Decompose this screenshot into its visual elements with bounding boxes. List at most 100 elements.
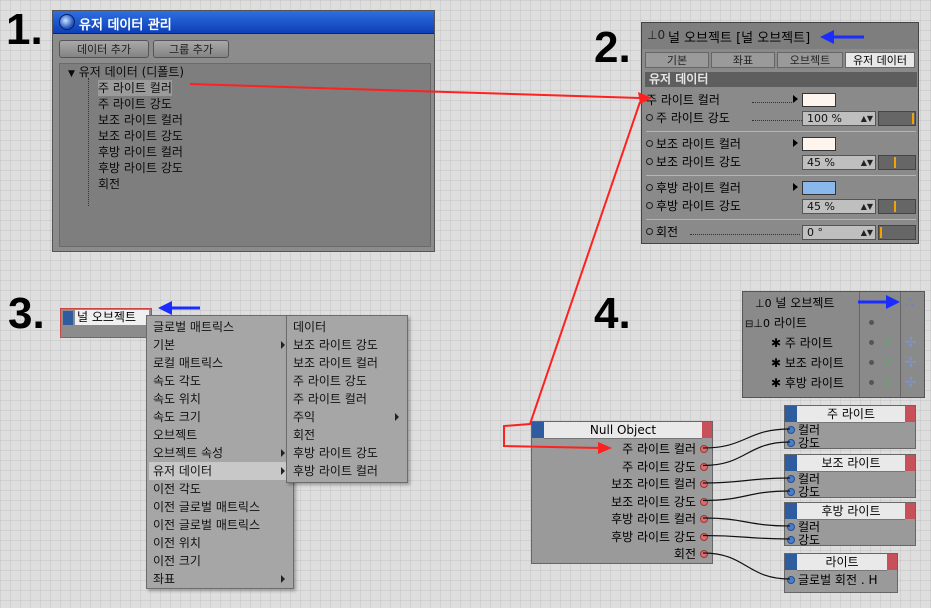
menu-item[interactable]: 기본	[153, 338, 176, 352]
spinner-icon[interactable]: ▲▼	[860, 114, 873, 123]
collapse-box-icon[interactable]: ⊟	[745, 319, 754, 330]
slider-handle[interactable]	[880, 227, 882, 238]
color-swatch[interactable]	[802, 181, 836, 195]
animation-dot-icon[interactable]	[646, 202, 653, 209]
output-port[interactable]	[700, 550, 708, 558]
menu-item[interactable]: 후방 라이트 컬러	[293, 464, 378, 478]
menu-item[interactable]: 속도 크기	[153, 410, 201, 424]
menu-item[interactable]: 유저 데이터	[149, 462, 287, 480]
rotation-slider[interactable]	[878, 225, 916, 240]
visibility-dot-icon[interactable]	[869, 360, 874, 365]
menu-item[interactable]: 좌표	[153, 572, 176, 586]
tree-item[interactable]: 주 라이트 컬러	[98, 80, 172, 96]
input-port[interactable]	[787, 426, 795, 434]
menu-item[interactable]: 오브젝트	[153, 428, 198, 442]
color-swatch[interactable]	[802, 137, 836, 151]
tree-root[interactable]: ▼ 유저 데이터 (디폴트)	[68, 64, 184, 82]
prop-main-light-color[interactable]: 주 라이트 컬러	[646, 92, 720, 108]
add-group-button[interactable]: 그룹 추가	[153, 40, 229, 58]
tab-user-data[interactable]: 유저 데이터	[845, 52, 915, 68]
intensity-slider[interactable]	[878, 155, 916, 170]
tree-item[interactable]: 보조 라이트 컬러	[98, 113, 183, 127]
color-expand-arrow-icon[interactable]	[793, 183, 798, 191]
output-port[interactable]	[700, 462, 708, 471]
animation-dot-icon[interactable]	[646, 228, 653, 235]
output-port[interactable]	[700, 532, 708, 541]
prop-fill-light-intensity[interactable]: 보조 라이트 강도	[646, 154, 741, 170]
output-port[interactable]	[700, 445, 708, 453]
spinner-icon[interactable]: ▲▼	[860, 202, 873, 211]
spinner-icon[interactable]: ▲▼	[860, 158, 873, 167]
menu-item[interactable]: 오브젝트 속성	[153, 446, 224, 460]
menu-item[interactable]: 보조 라이트 컬러	[293, 356, 378, 370]
om-row-light-group[interactable]: ⊟⊥0 라이트	[745, 313, 857, 333]
om-row-null-object[interactable]: ⊥0 널 오브젝트	[745, 293, 857, 313]
menu-item[interactable]: 이전 위치	[153, 536, 201, 550]
slider-handle[interactable]	[894, 201, 896, 212]
check-icon[interactable]: ✓	[883, 355, 894, 369]
light-rotation-xpresso-node[interactable]: 라이트 글로벌 회전 . H	[784, 553, 898, 593]
animation-dot-icon[interactable]	[646, 114, 653, 121]
expand-triangle-icon[interactable]: ▼	[68, 69, 75, 79]
menu-item[interactable]: 이전 글로벌 매트릭스	[153, 500, 260, 514]
prop-main-light-intensity[interactable]: 주 라이트 강도	[646, 110, 730, 126]
color-expand-arrow-icon[interactable]	[793, 139, 798, 147]
intensity-slider[interactable]	[878, 111, 916, 126]
input-port[interactable]	[787, 576, 795, 584]
add-data-button[interactable]: 데이터 추가	[59, 40, 149, 58]
tab-basic[interactable]: 기본	[645, 52, 709, 68]
tree-item[interactable]: 후방 라이트 강도	[98, 161, 183, 175]
tree-item[interactable]: 후방 라이트 컬러	[98, 145, 183, 159]
input-port[interactable]	[787, 523, 795, 531]
menu-item[interactable]: 속도 각도	[153, 374, 201, 388]
input-port[interactable]	[787, 439, 795, 447]
output-port[interactable]	[700, 497, 708, 506]
menu-item[interactable]: 이전 크기	[153, 554, 201, 568]
tree-item[interactable]: 회전	[98, 177, 121, 191]
input-port[interactable]	[787, 488, 795, 496]
menu-item[interactable]: 후방 라이트 강도	[293, 446, 378, 460]
tab-coord[interactable]: 좌표	[711, 52, 775, 68]
prop-back-light-color[interactable]: 후방 라이트 컬러	[646, 180, 741, 196]
prop-fill-light-color[interactable]: 보조 라이트 컬러	[646, 136, 741, 152]
null-object-node-tag[interactable]: 널 오브젝트	[60, 308, 152, 338]
menu-item[interactable]: 이전 글로벌 매트릭스	[153, 518, 260, 532]
menu-item[interactable]: 속도 위치	[153, 392, 201, 406]
visibility-dot-icon[interactable]	[869, 340, 874, 345]
check-icon[interactable]: ✓	[883, 375, 894, 389]
light-tag-icon[interactable]: ✢	[905, 355, 917, 371]
menu-item[interactable]: 이전 각도	[153, 482, 201, 496]
slider-handle[interactable]	[912, 113, 914, 124]
tab-object[interactable]: 오브젝트	[777, 52, 843, 68]
window-titlebar[interactable]: 유저 데이터 관리	[53, 11, 434, 34]
menu-item[interactable]: 주익	[293, 410, 316, 424]
spinner-icon[interactable]: ▲▼	[860, 228, 873, 237]
output-port[interactable]	[700, 515, 708, 523]
tree-item[interactable]: 주 라이트 강도	[98, 97, 172, 111]
intensity-field[interactable]: 45 %▲▼	[802, 155, 876, 170]
animation-dot-icon[interactable]	[646, 158, 653, 165]
visibility-dot-icon[interactable]	[869, 380, 874, 385]
intensity-field[interactable]: 45 %▲▼	[802, 199, 876, 214]
slider-handle[interactable]	[894, 157, 896, 168]
light-tag-icon[interactable]: ✢	[905, 375, 917, 391]
animation-dot-icon[interactable]	[646, 140, 653, 147]
input-port[interactable]	[787, 536, 795, 544]
om-row-fill-light[interactable]: ✱ 보조 라이트	[745, 353, 857, 373]
animation-dot-icon[interactable]	[646, 184, 653, 191]
color-swatch[interactable]	[802, 93, 836, 107]
menu-item[interactable]: 글로벌 매트릭스	[153, 320, 235, 334]
menu-item[interactable]: 데이터	[293, 320, 327, 334]
om-row-main-light[interactable]: ✱ 주 라이트	[745, 333, 857, 353]
xpresso-tag-icon[interactable]: ⛬	[905, 294, 915, 310]
rotation-field[interactable]: 0 °▲▼	[802, 225, 876, 240]
prop-back-light-intensity[interactable]: 후방 라이트 강도	[646, 198, 741, 214]
om-row-back-light[interactable]: ✱ 후방 라이트	[745, 373, 857, 393]
menu-item[interactable]: 보조 라이트 강도	[293, 338, 378, 352]
intensity-field[interactable]: 100 %▲▼	[802, 111, 876, 126]
menu-item[interactable]: 로컬 매트릭스	[153, 356, 224, 370]
